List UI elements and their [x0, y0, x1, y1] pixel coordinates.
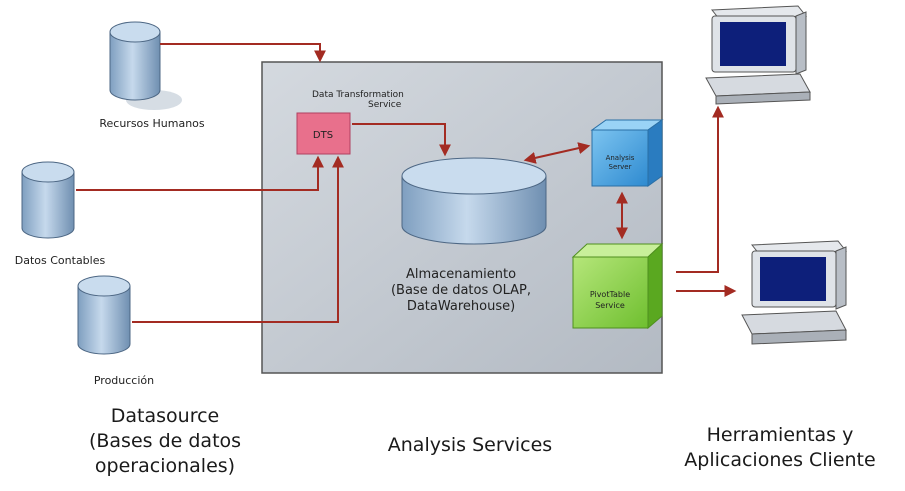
client-computer-icon — [741, 240, 848, 345]
arrow-contables-to-dts — [76, 155, 324, 191]
pivot-line2: Service — [595, 301, 625, 310]
storage-line1: Almacenamiento — [406, 267, 516, 282]
storage-line3: DataWarehouse) — [407, 299, 515, 314]
clients-caption-line1: Herramientas y — [707, 424, 854, 446]
arrow-recursos-to-panel — [160, 43, 326, 63]
datasource-caption-line1: Datasource — [111, 405, 219, 427]
db-label-contables: Datos Contables — [15, 254, 106, 267]
storage-line2: (Base de datos OLAP, — [391, 283, 531, 298]
db-label-recursos: Recursos Humanos — [99, 117, 205, 130]
clients-caption-line2: Aplicaciones Cliente — [684, 449, 875, 471]
dts-title-line1: Data Transformation — [312, 90, 404, 100]
client-computer-icon — [705, 5, 811, 105]
db-label-produccion: Producción — [94, 374, 154, 387]
arrow-storage-analysis-server — [523, 142, 591, 164]
database-icon — [21, 161, 75, 239]
flow-arrows — [76, 43, 737, 323]
datasource-caption-line2: (Bases de datos — [89, 430, 241, 452]
analysis-caption: Analysis Services — [388, 434, 552, 456]
analysis-server-line2: Server — [609, 163, 632, 171]
arrow-produccion-to-dts — [132, 155, 344, 323]
dts-box — [296, 112, 351, 155]
pivottable-cube — [571, 242, 664, 330]
analysis-server-line1: Analysis — [606, 154, 635, 162]
datasource-caption-line3: operacionales) — [95, 455, 235, 477]
analysis-server-cube — [590, 119, 664, 187]
database-icon — [77, 275, 131, 355]
database-icon — [109, 21, 182, 110]
dts-title-line2: Service — [368, 100, 402, 110]
datawarehouse-icon — [401, 157, 547, 245]
arrow-dts-to-storage — [352, 123, 451, 157]
arrow-pivot-to-client1 — [676, 105, 724, 273]
pivot-line1: PivotTable — [590, 290, 630, 299]
dts-box-label: DTS — [313, 130, 333, 141]
